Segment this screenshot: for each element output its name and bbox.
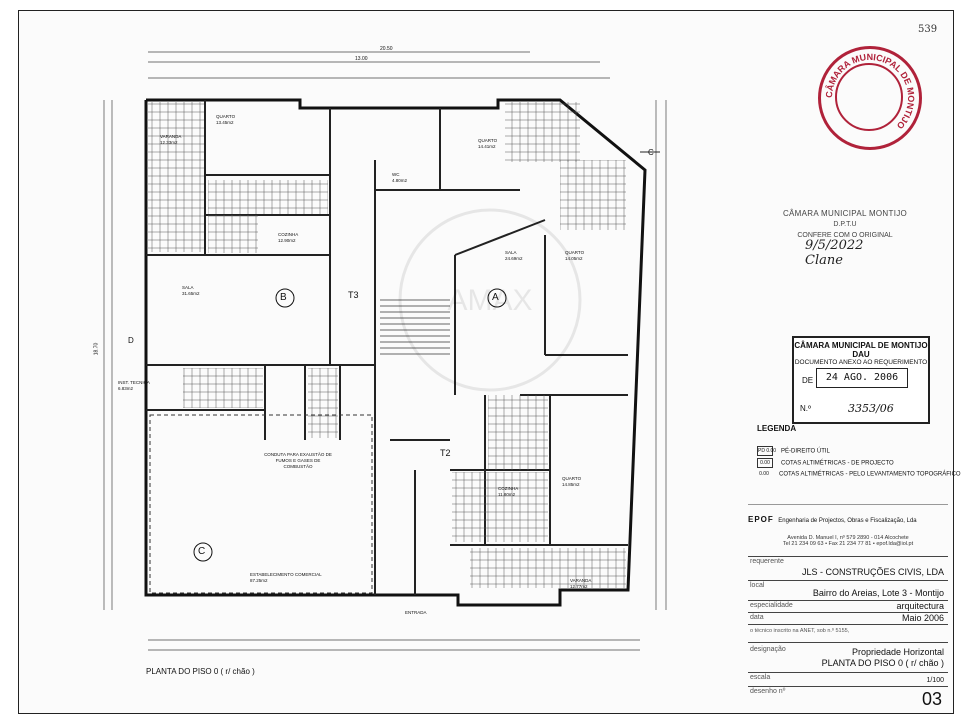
legend-code: PD 0.00 [757, 446, 777, 456]
confere-line1: CÂMARA MUNICIPAL MONTIJO [782, 209, 908, 218]
room-name: SALA [182, 285, 194, 290]
dau-stamp: CÂMARA MUNICIPAL DE MONTIJO DAU DOCUMENT… [792, 336, 930, 424]
dau-number: 3353/06 [848, 402, 894, 415]
room-area: 13.45m2 [216, 120, 234, 125]
signature: Clane [805, 253, 843, 268]
desenho-label: desenho nº [750, 688, 786, 695]
room-area: 12.77m2 [570, 584, 588, 589]
especialidade: arquitectura [896, 601, 944, 611]
escala: 1/100 [926, 677, 944, 684]
room-area: 24.69m2 [505, 256, 523, 261]
data-label: data [750, 614, 764, 621]
legend-text: COTAS ALTIMÉTRICAS - DE PROJECTO [781, 460, 894, 467]
plan-title: PLANTA DO PISO 0 ( r/ chão ) [146, 667, 255, 676]
company-contacts: Tel 21 234 09 63 • Fax 21 234 77 81 • ep… [782, 541, 914, 547]
room-name: QUARTO [562, 476, 582, 481]
company-logo: EPOF [748, 515, 774, 524]
room-name: COZINHA [498, 486, 519, 491]
reference-number: 539 [918, 24, 938, 35]
dimension: 20.50 [380, 46, 393, 52]
especialidade-label: especialidade [750, 602, 793, 609]
room-area: 12.33m2 [160, 140, 178, 145]
title-block: requerente JLS - CONSTRUÇÕES CIVIS, LDA … [748, 556, 948, 712]
dimension: 13.00 [355, 56, 368, 62]
dau-subtitle: DOCUMENTO ANEXO AO REQUERIMENTO [794, 359, 928, 366]
handwritten-date: 9/5/2022 [805, 238, 864, 253]
dau-date: 24 AGO. 2006 [816, 368, 908, 388]
fraction-label: D [128, 336, 134, 345]
desenho-number: 03 [921, 689, 942, 709]
handwritten-signature: 9/5/2022 Clane [805, 238, 863, 268]
local-label: local [750, 582, 765, 589]
room-name: VARANDA [570, 578, 592, 583]
fraction-label: A [492, 292, 499, 303]
room-area: 12.90m2 [278, 238, 296, 243]
room-name: SALA [505, 250, 517, 255]
dau-no-label: N.º [800, 404, 811, 413]
watermark-text: AMAX [447, 284, 532, 317]
confere-line2: D.P.T.U [833, 221, 857, 228]
room-name: INST. TECNICA [118, 380, 150, 385]
room-name: QUARTO [478, 138, 498, 143]
room-name: WC [392, 172, 400, 177]
designacao-label: designação [750, 646, 786, 653]
room-name: ENTRADA [405, 610, 427, 615]
dau-dept: DAU [852, 350, 870, 359]
room-name: VARANDA [160, 134, 182, 139]
legend-item: 0.00 COTAS ALTIMÉTRICAS - DE PROJECTO [757, 458, 894, 468]
confere-line3: CONFERE COM O ORIGINAL [797, 232, 893, 239]
municipal-seal: CÂMARA MUNICIPAL DE MONTIJO [818, 46, 922, 150]
legend-item: PD 0.00 PÉ-DIREITO ÚTIL [757, 446, 830, 456]
legend-code: 0.00 [759, 471, 769, 477]
legend-text: COTAS ALTIMÉTRICAS - PELO LEVANTAMENTO T… [779, 471, 961, 478]
company-name: Engenharia de Projectos, Obras e Fiscali… [778, 518, 917, 524]
escala-label: escala [750, 674, 771, 681]
requerente: JLS - CONSTRUÇÕES CIVIS, LDA [801, 567, 944, 577]
legend-item: 0.00 COTAS ALTIMÉTRICAS - PELO LEVANTAMEN… [757, 470, 961, 478]
stair-label: T3 [348, 290, 359, 300]
dau-title: CÂMARA MUNICIPAL DE MONTIJO [794, 341, 928, 350]
company-block: EPOF Engenharia de Projectos, Obras e Fi… [748, 504, 948, 557]
room-area: 14.85m2 [562, 482, 580, 487]
local: Bairro do Areias, Lote 3 - Montijo [812, 588, 944, 598]
room-name: COZINHA [278, 232, 299, 237]
room-area: 14.41m2 [478, 144, 496, 149]
fraction-label: B [280, 292, 287, 303]
designacao2: PLANTA DO PISO 0 ( r/ chão ) [821, 658, 944, 668]
section-label: C [648, 148, 654, 157]
legend-title: LEGENDA [757, 424, 797, 433]
legend-code: 0.00 [757, 458, 773, 468]
room-area: 11.80m2 [498, 492, 516, 497]
stair-label: T2 [440, 448, 451, 458]
tecnico: o técnico inscrito na ANET, sob n.º 5155… [750, 628, 850, 634]
dau-de-label: DE [802, 376, 814, 385]
room-area: 31.65m2 [182, 291, 200, 296]
room-area: 6.83m2 [118, 386, 134, 391]
confere-stamp: CÂMARA MUNICIPAL MONTIJO D.P.T.U CONFERE… [775, 208, 915, 241]
company-address: Avenida D. Manuel I, nº 579 2890 - 014 A… [787, 535, 909, 541]
room-area: 4.80m2 [392, 178, 408, 183]
room-name: QUARTO [565, 250, 585, 255]
designacao1: Propriedade Horizontal [851, 647, 944, 657]
room-area: 87.25m2 [250, 578, 268, 583]
data: Maio 2006 [901, 613, 944, 623]
room-name: ESTABELECIMENTO COMERCIAL [250, 572, 322, 577]
room-name: QUARTO [216, 114, 236, 119]
requerente-label: requerente [750, 558, 784, 565]
watermark-logo: AMAX [398, 208, 582, 392]
legend-text: PÉ-DIREITO ÚTIL [781, 448, 830, 455]
room-area: 14.05m2 [565, 256, 583, 261]
dimension: 18.70 [93, 342, 100, 356]
conduta-note: CONDUTA PARA EXAUSTÃO DE FUMOS E GASES D… [264, 452, 332, 469]
fraction-label: C [198, 546, 206, 557]
